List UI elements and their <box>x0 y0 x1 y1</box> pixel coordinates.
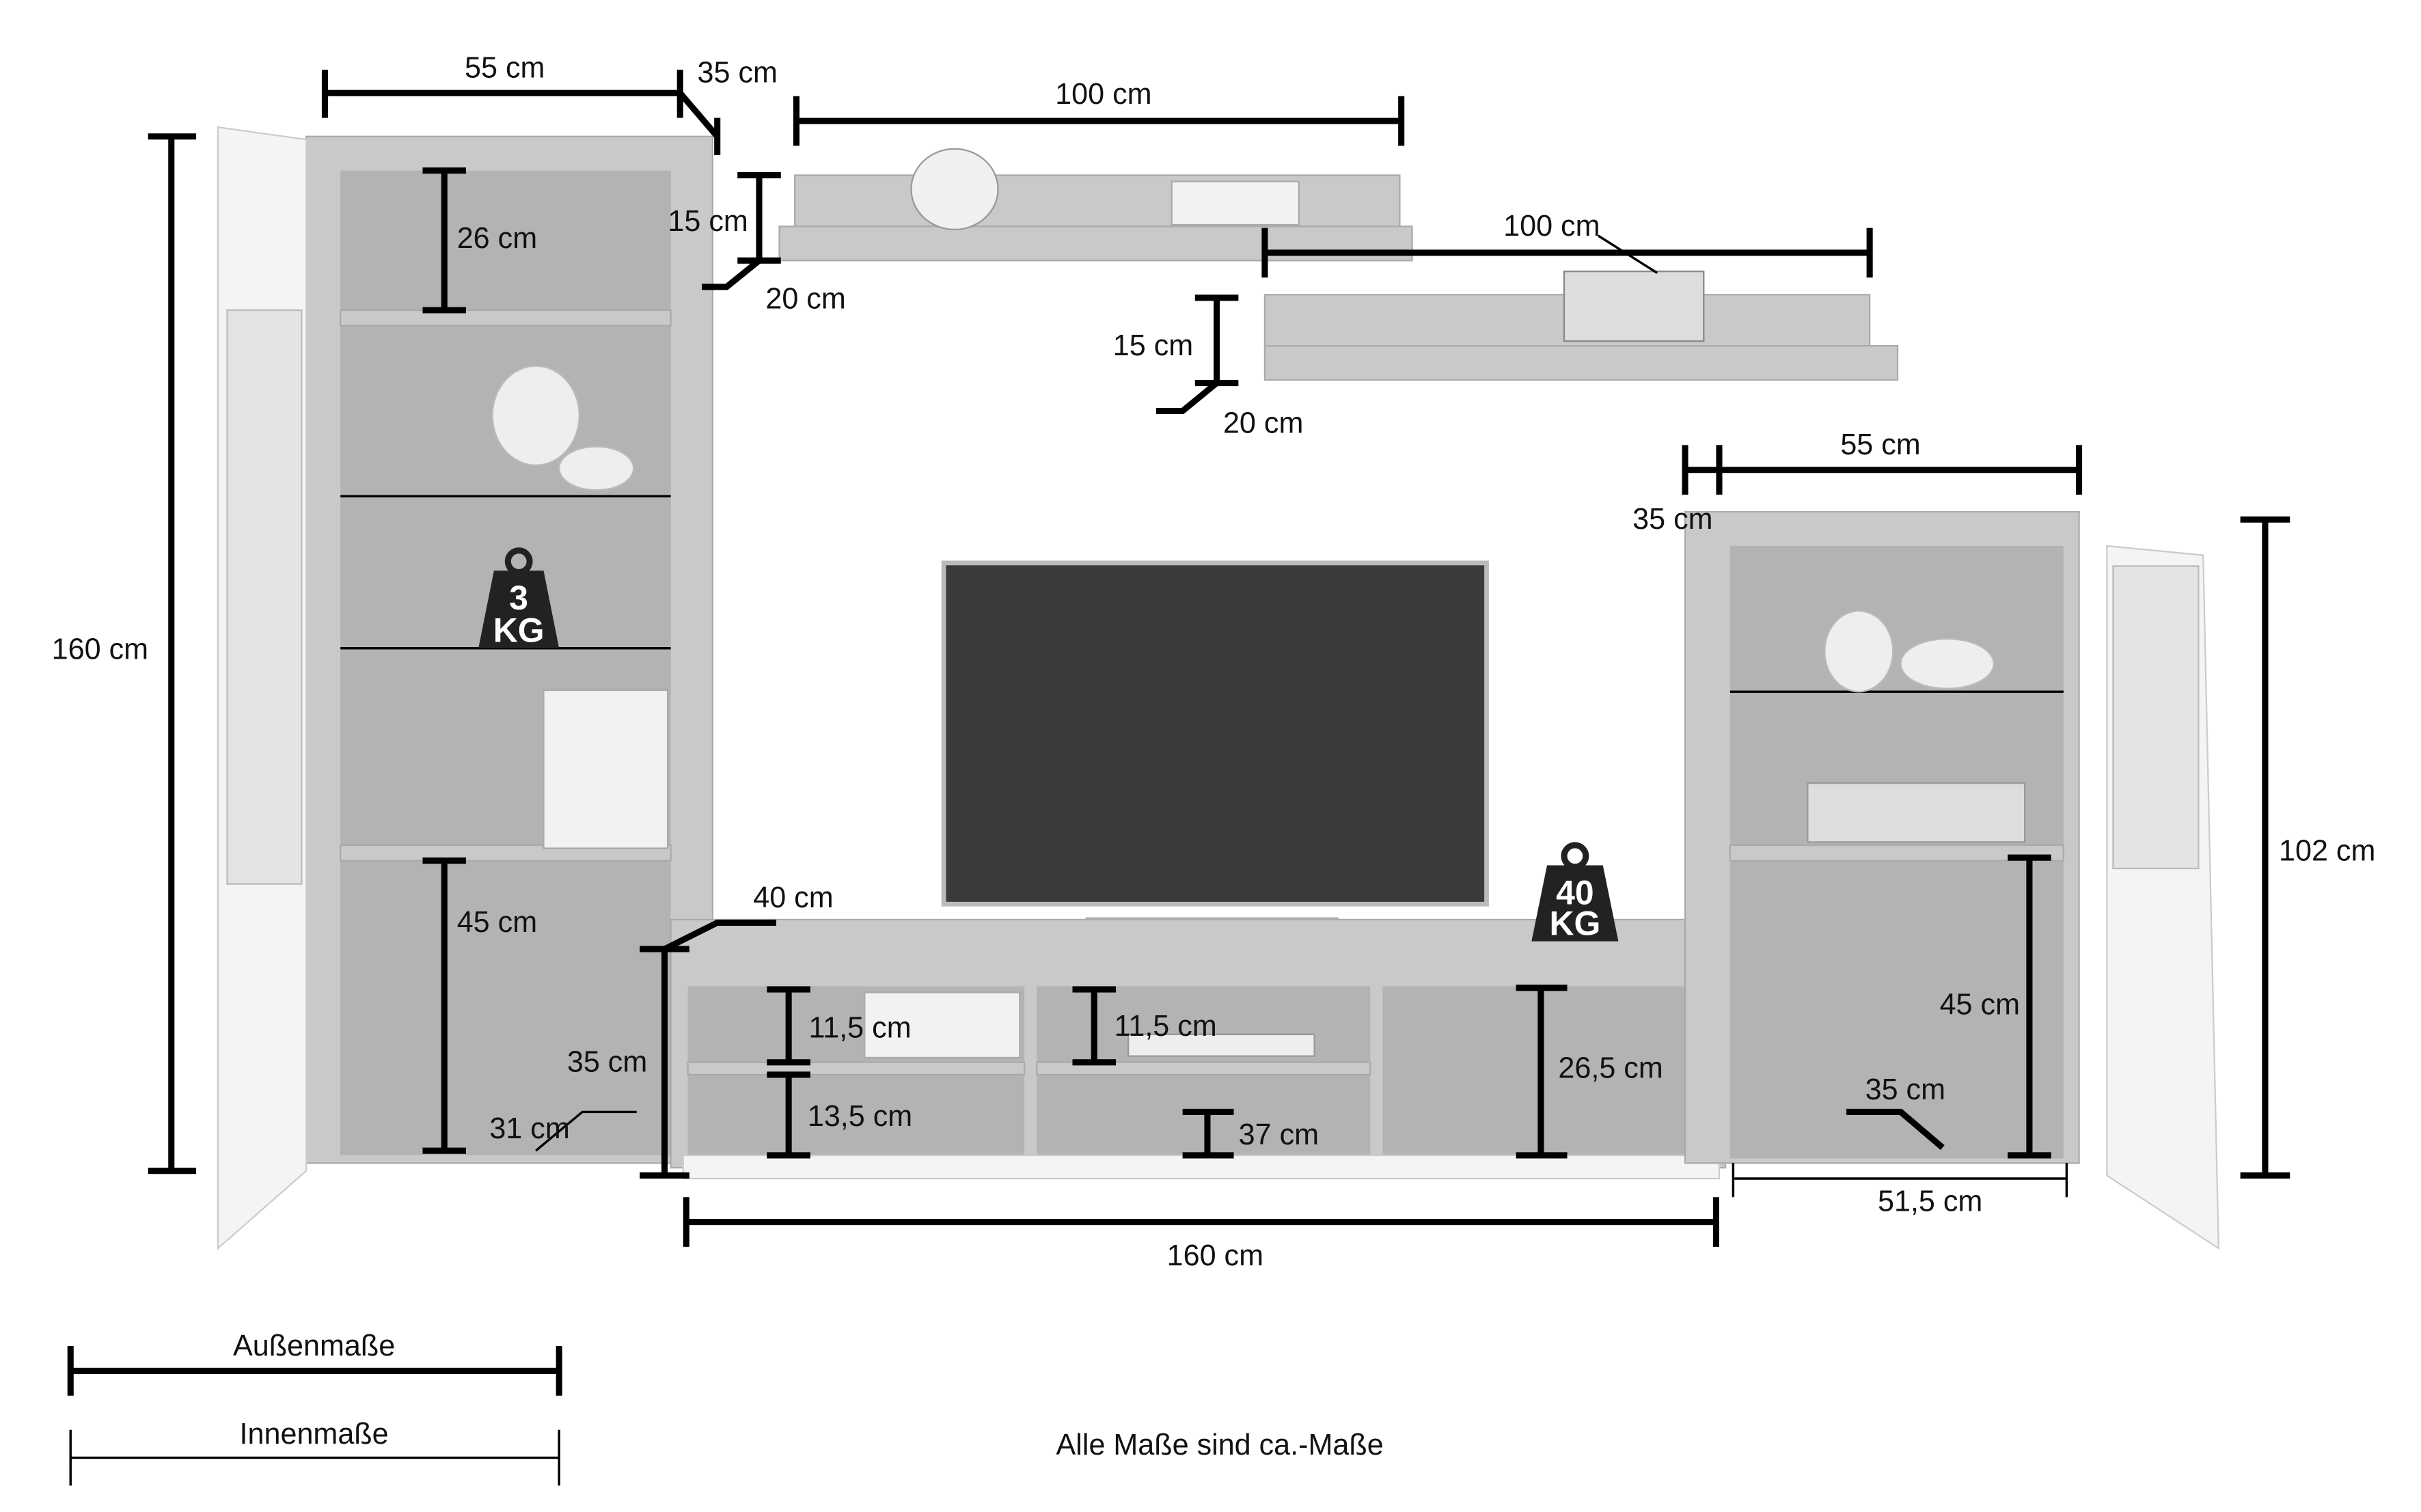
label-tv-height: 35 cm <box>567 1045 647 1078</box>
label-right-depth: 35 cm <box>1632 503 1712 536</box>
label-right-height: 102 cm <box>2279 835 2375 868</box>
label-left-bottom-depth: 31 cm <box>489 1112 569 1145</box>
label-right-inner-width: 51,5 cm <box>1878 1185 1982 1218</box>
approximate-dimensions-note: Alle Maße sind ca.-Maße <box>1056 1429 1384 1461</box>
legend-outer-label: Außenmaße <box>233 1330 395 1362</box>
wall-shelf-2 <box>1263 271 1899 381</box>
legend-outer-line <box>67 1346 562 1396</box>
svg-text:3: 3 <box>509 579 528 617</box>
label-shelf1-width: 100 cm <box>1055 78 1151 111</box>
weight-badge-40kg: 40 KG <box>1531 842 1619 943</box>
label-left-height: 160 cm <box>52 633 148 666</box>
wall-shelf-1 <box>778 148 1413 262</box>
label-tv-width: 160 cm <box>1167 1239 1263 1272</box>
left-tall-cabinet <box>217 126 714 1250</box>
weight-badge-3kg: 3 KG <box>478 547 560 650</box>
television <box>941 560 1489 941</box>
right-cabinet <box>1684 510 2220 1250</box>
dimension-labels: 55 cm 35 cm 100 cm 15 cm 20 cm 100 cm 15… <box>52 51 2376 1272</box>
dimension-lines <box>148 70 2290 1247</box>
label-right-width: 55 cm <box>1840 428 1920 461</box>
label-tv-comp3: 26,5 cm <box>1558 1051 1663 1084</box>
label-right-compartment: 45 cm <box>1940 988 2020 1021</box>
label-tv-comp1-top: 11,5 cm <box>808 1011 911 1044</box>
svg-text:40: 40 <box>1556 873 1594 911</box>
label-tv-depth: 40 cm <box>753 881 833 914</box>
label-shelf1-height: 15 cm <box>668 205 748 238</box>
legend-inner-label: Innenmaße <box>240 1418 389 1451</box>
label-tv-comp1-bottom: 13,5 cm <box>808 1100 912 1133</box>
label-shelf2-depth: 20 cm <box>1223 407 1303 439</box>
label-tv-comp2-bottom: 37 cm <box>1239 1118 1319 1151</box>
label-left-width: 55 cm <box>465 51 545 84</box>
label-left-depth: 35 cm <box>698 56 778 89</box>
legend-inner-line <box>69 1429 560 1486</box>
tv-lowboard <box>670 918 1727 1180</box>
svg-text:KG: KG <box>493 611 545 650</box>
svg-text:KG: KG <box>1549 905 1600 943</box>
label-shelf2-width: 100 cm <box>1503 210 1600 243</box>
label-shelf2-height: 15 cm <box>1113 329 1193 362</box>
label-left-bottom-compartment: 45 cm <box>457 906 537 939</box>
label-left-top-compartment: 26 cm <box>457 222 537 255</box>
label-tv-comp2-top: 11,5 cm <box>1114 1010 1217 1043</box>
label-right-inner-depth: 35 cm <box>1865 1073 1945 1106</box>
legend: Außenmaße Innenmaße <box>67 1330 562 1486</box>
label-shelf1-depth: 20 cm <box>765 283 845 316</box>
